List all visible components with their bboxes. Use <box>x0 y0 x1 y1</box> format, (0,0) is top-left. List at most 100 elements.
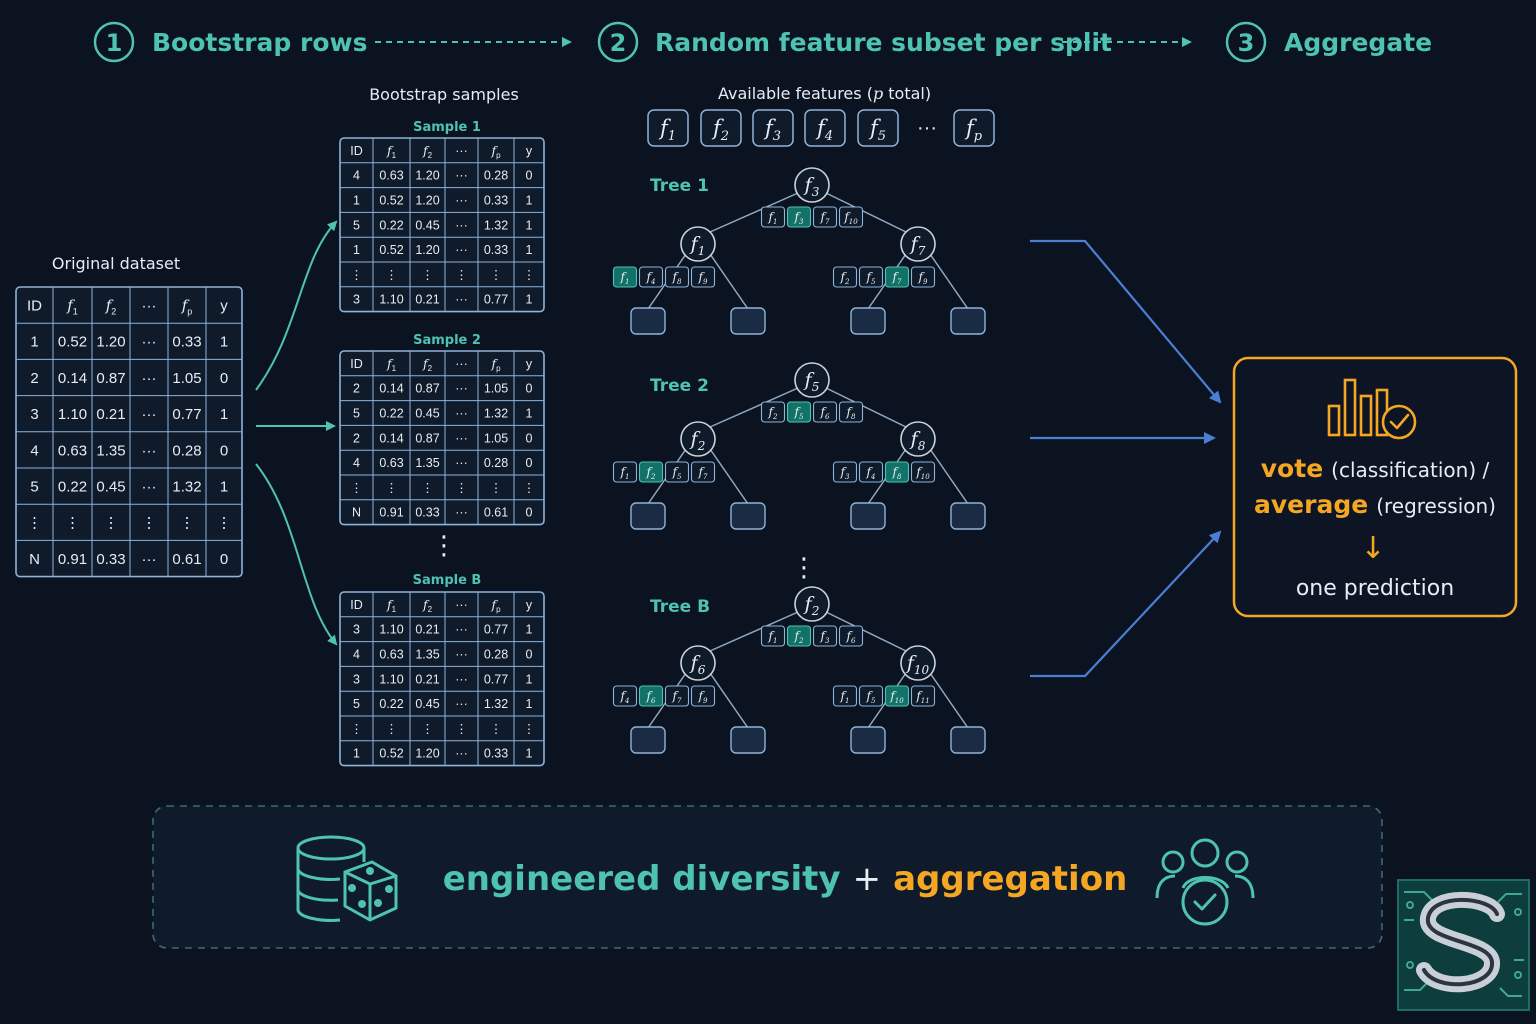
left-subset-label: f1 <box>620 270 630 286</box>
right-subset-label: f3 <box>840 465 850 481</box>
original-cell: 5 <box>30 479 38 496</box>
original-cell: ··· <box>142 479 157 496</box>
root-subset-label: f8 <box>846 405 856 421</box>
tree-right-node <box>900 421 936 457</box>
sample-1-cell: ··· <box>455 243 468 257</box>
right-subset-label: f10 <box>915 465 930 481</box>
sample-b-cell: 0.45 <box>415 697 439 711</box>
average-label: average <box>1254 490 1368 519</box>
right-subset-label: f9 <box>918 270 928 286</box>
tree-leaf <box>950 502 986 530</box>
step-3-number: 3 <box>1238 29 1255 57</box>
sample-2-cell: 2 <box>353 382 360 396</box>
original-cell: ··· <box>142 334 157 351</box>
sample-2-cell: ⋮ <box>455 481 468 495</box>
root-subset-box <box>812 401 838 423</box>
sample-b-cell: ⋮ <box>455 722 468 736</box>
right-subset-box <box>832 461 858 483</box>
right-subset-label: f11 <box>915 689 929 705</box>
sample-1-cell: 4 <box>353 169 360 183</box>
sample-2-cell: ··· <box>455 456 468 470</box>
group-check-icon <box>1155 838 1255 926</box>
sample-1-cell: 0.33 <box>484 194 508 208</box>
sample-1-cell: 1 <box>526 293 533 307</box>
vote-line: vote(classification) / <box>1261 454 1490 483</box>
original-cell: ⋮ <box>27 515 42 532</box>
original-cell: 0.52 <box>58 334 87 351</box>
original-cell: 1.35 <box>96 442 125 459</box>
sample-2-cell: ··· <box>455 407 468 421</box>
original-cell: 0.33 <box>96 551 125 568</box>
sample-1-cell: 0.28 <box>484 169 508 183</box>
right-subset-box <box>832 685 858 707</box>
sample-1-header-cell: ··· <box>455 144 468 158</box>
tree-edge <box>929 448 969 505</box>
original-cell: 0.61 <box>172 551 201 568</box>
feature-box <box>804 109 846 147</box>
original-cell: 0 <box>220 551 228 568</box>
sample-1-cell: ⋮ <box>385 268 398 282</box>
sample-b-cell: 1 <box>526 623 533 637</box>
sample-b-cell: ··· <box>455 672 468 686</box>
tree-edge <box>709 672 749 729</box>
left-subset-box <box>664 461 690 483</box>
feature-label: f2 <box>711 116 729 144</box>
tree-left-node-label: f1 <box>689 233 706 258</box>
left-subset-box <box>612 685 638 707</box>
root-subset-label: f6 <box>820 405 830 421</box>
tree-name: Tree B <box>650 597 710 617</box>
sample-1-cell: 0.77 <box>484 293 508 307</box>
original-cell: 3 <box>30 406 38 423</box>
feature-label: fp <box>964 116 983 144</box>
tree-leaf <box>850 726 886 754</box>
right-subset-label: f8 <box>892 465 902 481</box>
vote-note: (classification) / <box>1331 458 1489 482</box>
original-cell: 0.63 <box>58 442 87 459</box>
tree-leaf <box>850 502 886 530</box>
tree-name: Tree 1 <box>650 176 709 196</box>
left-subset-selected-box <box>612 266 638 288</box>
sample-b-cell: ··· <box>455 747 468 761</box>
one-prediction-label: one prediction <box>1296 576 1454 601</box>
right-subset-selected-box <box>884 461 910 483</box>
aggregation-arrows <box>1030 239 1222 678</box>
left-subset-selected-box <box>638 461 664 483</box>
original-cell: ⋮ <box>142 515 157 532</box>
sample-2-cell: ⋮ <box>350 481 363 495</box>
left-subset-label: f8 <box>672 270 682 286</box>
sample-b-cell: 0.28 <box>484 648 508 662</box>
sample-2-cell: 0 <box>526 456 533 470</box>
root-subset-label: f3 <box>820 629 830 645</box>
tree-leaf <box>630 726 666 754</box>
sample-b-cell: 0.21 <box>415 672 439 686</box>
sample-2-cell: 1 <box>526 407 533 421</box>
sample-b-cell: 5 <box>353 697 360 711</box>
sample-b-cell: ⋮ <box>523 722 536 736</box>
sample-1-cell: 1 <box>526 243 533 257</box>
sample-1-label: Sample 1 <box>413 120 481 135</box>
left-subset-label: f5 <box>672 465 682 481</box>
right-subset-label: f5 <box>866 270 876 286</box>
tree-edge <box>709 192 799 233</box>
sample-1-cell: ··· <box>455 194 468 208</box>
tree-root-node <box>794 362 830 398</box>
sample-1-cell: 0.33 <box>484 243 508 257</box>
sample-b-cell: 3 <box>353 672 360 686</box>
sample-b-frame <box>339 591 545 767</box>
sample-1-header-cell: f1 <box>386 143 397 160</box>
tree-root-node-label: f3 <box>803 174 820 199</box>
step-1-circle <box>93 21 135 63</box>
banner-left-text: engineered diversity <box>443 859 841 899</box>
root-subset-box <box>812 625 838 647</box>
original-cell: ··· <box>142 370 157 387</box>
sample-2-header-cell: ID <box>350 357 363 371</box>
left-subset-label: f9 <box>698 689 708 705</box>
arrow-tree-b-to-aggregate <box>1030 530 1222 678</box>
root-subset-box <box>838 625 864 647</box>
original-dataset-title: Original dataset <box>52 254 180 273</box>
banner-text: engineered diversity+aggregation <box>443 859 1128 899</box>
samples-continuation-dots: ⋮ <box>431 531 457 561</box>
aggregate-box: vote(classification) / average(regressio… <box>1232 356 1518 618</box>
right-subset-box <box>858 266 884 288</box>
